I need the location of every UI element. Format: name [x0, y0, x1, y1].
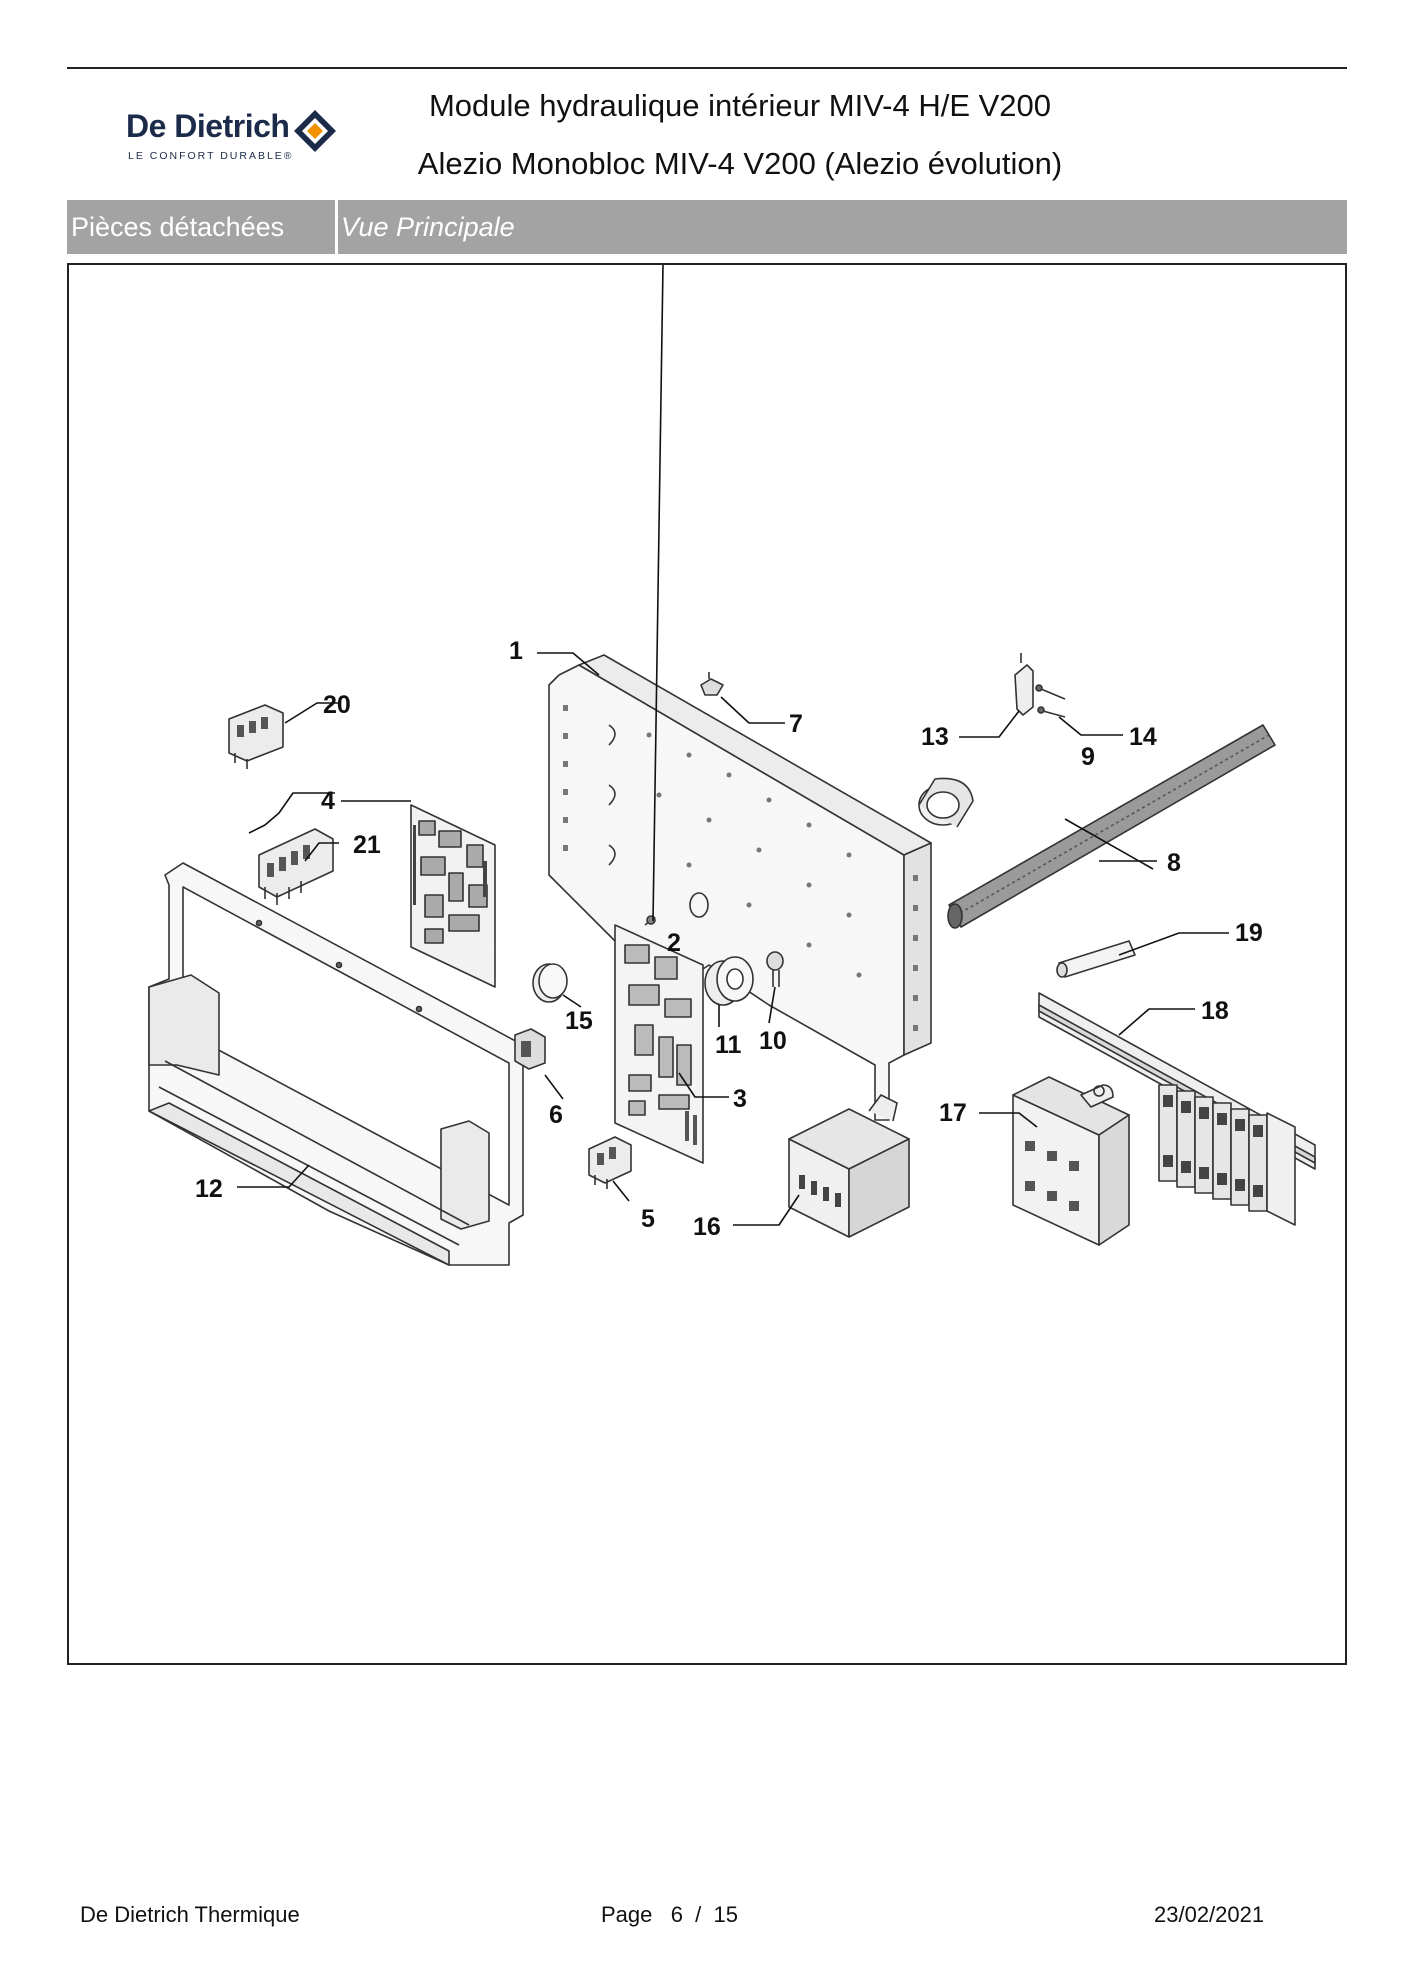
label-12: 12 — [195, 1175, 223, 1203]
part-4-control-board — [410, 804, 496, 988]
part-20-connector — [228, 704, 284, 769]
logo-brand-text: De Dietrich — [126, 108, 290, 144]
part-labels: 1 2 3 4 5 6 7 8 9 10 11 12 13 14 15 16 1… — [195, 637, 1263, 1241]
label-10: 10 — [759, 1027, 787, 1055]
part-5-connector — [588, 1136, 632, 1189]
label-18: 18 — [1201, 997, 1229, 1025]
label-19: 19 — [1235, 919, 1263, 947]
part-10-bolt — [766, 951, 784, 987]
part-9-ring — [918, 777, 974, 828]
part-18-din-rail — [1038, 992, 1316, 1226]
document-title: Module hydraulique intérieur MIV-4 H/E V… — [428, 88, 1052, 123]
label-3: 3 — [733, 1085, 747, 1113]
part-21-connector — [258, 828, 334, 905]
label-11: 11 — [715, 1031, 742, 1059]
view-label: Vue Principale — [341, 212, 515, 242]
label-13: 13 — [921, 723, 949, 751]
logo-tagline: LE CONFORT DURABLE® — [128, 150, 294, 162]
section-divider — [335, 200, 338, 254]
label-21: 21 — [353, 831, 381, 859]
part-1-mounting-plate — [548, 654, 932, 1121]
label-7: 7 — [789, 710, 803, 738]
header-rule — [67, 67, 1347, 69]
label-8: 8 — [1167, 849, 1181, 877]
label-17: 17 — [939, 1099, 967, 1127]
part-8-sleeve — [947, 724, 1276, 929]
section-bar: Pièces détachées Vue Principale — [67, 200, 1347, 254]
label-2: 2 — [667, 929, 681, 957]
footer-date: 23/02/2021 — [1154, 1902, 1265, 1927]
part-15-knob — [532, 963, 568, 1003]
label-4: 4 — [321, 787, 335, 815]
label-5: 5 — [641, 1205, 655, 1233]
label-16: 16 — [693, 1213, 721, 1241]
part-6-switch — [514, 1028, 546, 1070]
footer-company: De Dietrich Thermique — [80, 1902, 300, 1927]
part-7-clip — [700, 672, 724, 696]
label-20: 20 — [323, 691, 351, 719]
label-6: 6 — [549, 1101, 563, 1129]
brand-logo: De Dietrich LE CONFORT DURABLE® — [126, 108, 344, 168]
footer-page-number: Page 6 / 15 — [601, 1902, 738, 1927]
label-1: 1 — [509, 637, 523, 665]
document-subtitle: Alezio Monobloc MIV-4 V200 (Alezio évolu… — [417, 146, 1063, 181]
part-3-main-board — [614, 924, 704, 1164]
section-label: Pièces détachées — [71, 212, 285, 242]
leader-lines — [237, 265, 1229, 1226]
label-9: 9 — [1081, 743, 1095, 771]
label-14: 14 — [1129, 723, 1157, 751]
part-11-ferrite — [704, 956, 754, 1006]
part-13-bracket — [1014, 653, 1034, 716]
part-16-relay — [788, 1094, 910, 1238]
part-17-contactor — [1012, 1076, 1130, 1246]
part-19-fuse — [1056, 940, 1136, 978]
label-15: 15 — [565, 1007, 593, 1035]
part-14-screws — [1035, 684, 1066, 718]
exploded-parts-diagram: 1 2 3 4 5 6 7 8 9 10 11 12 13 14 15 16 1… — [148, 265, 1316, 1266]
diamond-logo-icon — [294, 110, 336, 152]
diagram-frame: 1 2 3 4 5 6 7 8 9 10 11 12 13 14 15 16 1… — [67, 263, 1347, 1665]
